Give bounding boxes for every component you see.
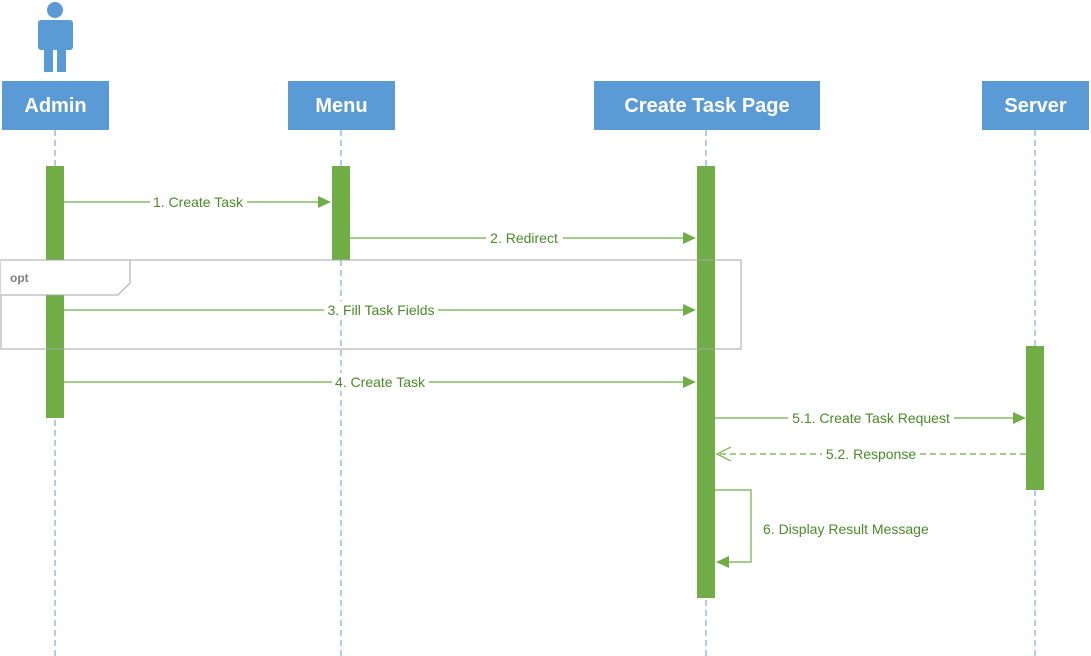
lifeline-label-menu: Menu — [315, 95, 367, 117]
message-label-3: 3. Fill Task Fields — [327, 302, 434, 318]
message-label-6: 6. Display Result Message — [763, 521, 929, 537]
person-icon — [38, 2, 73, 72]
lifeline-create-task-page: Create Task Page — [594, 81, 820, 130]
message-1-create-task: 1. Create Task — [64, 193, 331, 211]
activation-bar-menu — [332, 166, 350, 260]
message-label-5-2: 5.2. Response — [826, 446, 916, 462]
opt-fragment: opt — [0, 259, 742, 350]
message-5-1-create-task-request: 5.1. Create Task Request — [715, 409, 1026, 427]
lifeline-label-server: Server — [1004, 95, 1066, 117]
message-5-2-response: 5.2. Response — [715, 445, 1026, 463]
message-4-create-task: 4. Create Task — [64, 373, 696, 391]
lifeline-menu: Menu — [288, 81, 395, 130]
message-2-redirect: 2. Redirect — [350, 229, 696, 247]
message-3-fill-task-fields: 3. Fill Task Fields — [64, 301, 696, 319]
activation-bar-createtask — [697, 166, 715, 598]
message-label-5-1: 5.1. Create Task Request — [792, 410, 950, 426]
lifeline-server: Server — [982, 81, 1089, 130]
lifeline-label-admin: Admin — [24, 95, 86, 117]
fragment-operator-label: opt — [10, 271, 29, 285]
message-label-2: 2. Redirect — [490, 230, 558, 246]
activation-bar-server — [1026, 346, 1044, 490]
message-label-1: 1. Create Task — [153, 194, 244, 210]
lifeline-admin: Admin — [2, 81, 109, 130]
message-6-display-result-message: 6. Display Result Message — [715, 489, 929, 568]
lifeline-label-create-task-page: Create Task Page — [624, 95, 789, 117]
message-label-4: 4. Create Task — [335, 374, 426, 390]
